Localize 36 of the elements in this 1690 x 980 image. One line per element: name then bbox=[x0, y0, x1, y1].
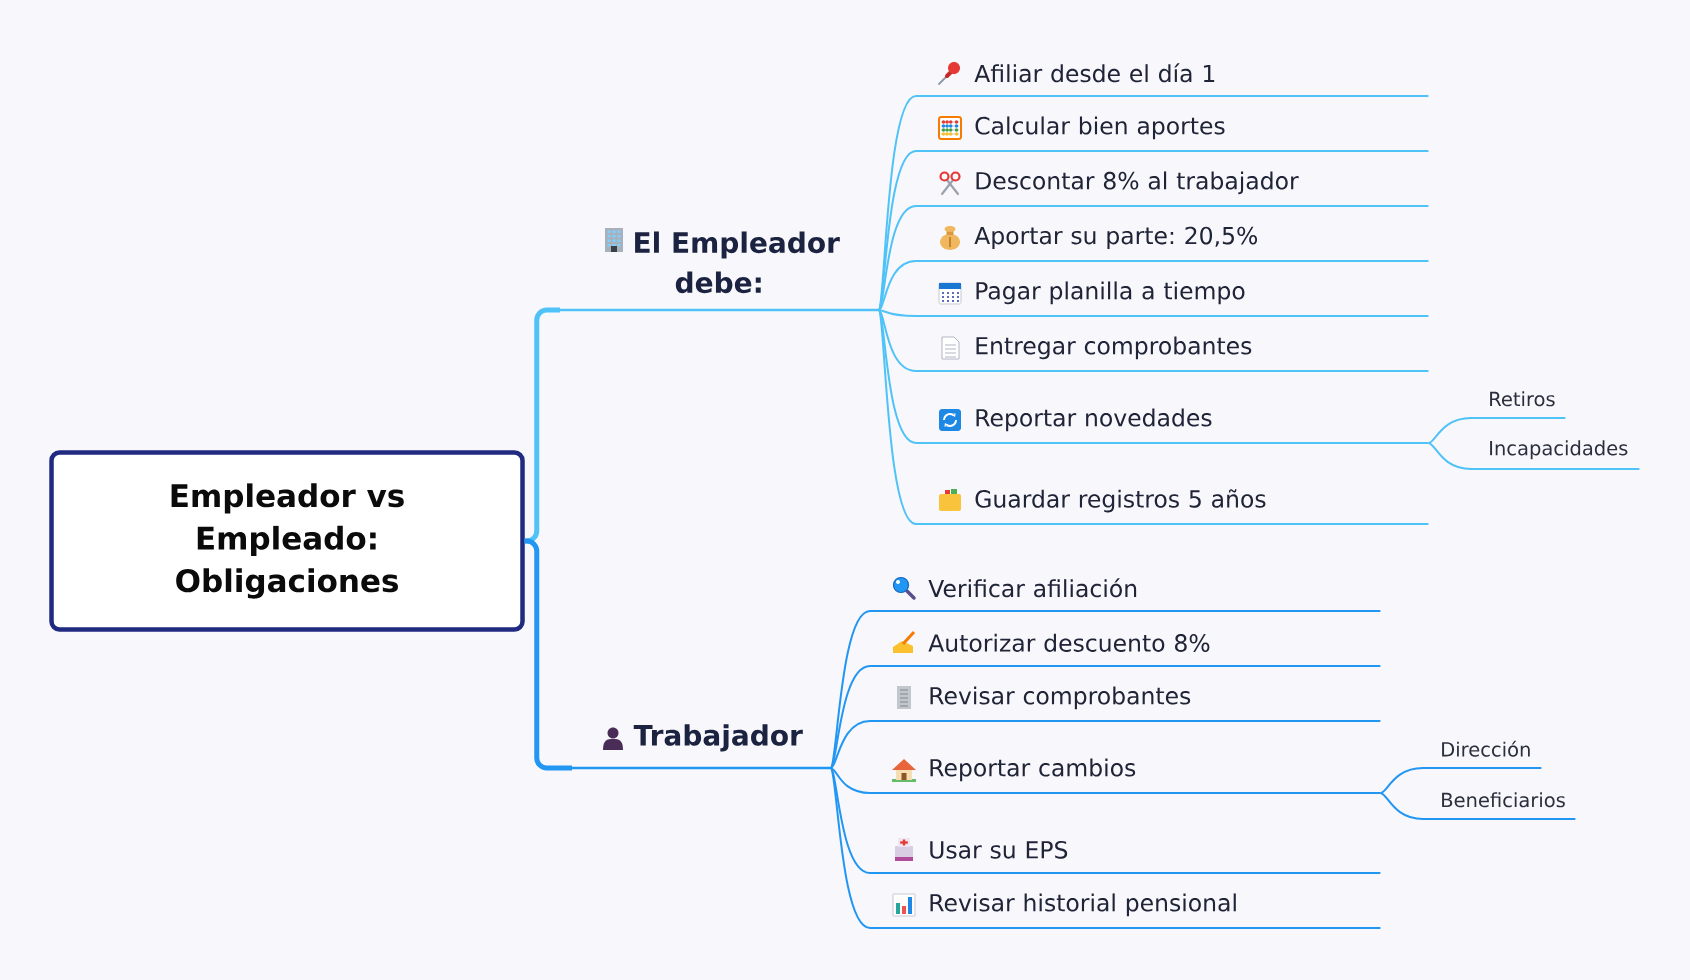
topic: Revisar comprobantes bbox=[869, 686, 1382, 722]
connector bbox=[877, 205, 917, 311]
topic: Aportar su parte: 20,5% bbox=[915, 226, 1430, 262]
central-topic-box: Empleador vs Empleado: Obligaciones bbox=[49, 450, 525, 632]
topic: Reportar cambios bbox=[869, 758, 1382, 794]
connector bbox=[877, 309, 917, 372]
connector bbox=[829, 767, 871, 874]
subtopic: Dirección bbox=[1422, 740, 1543, 769]
subtopic: Beneficiarios bbox=[1422, 792, 1577, 820]
connector bbox=[829, 720, 871, 769]
topic: Revisar historial pensional bbox=[869, 893, 1382, 929]
branch-topic: El Empleador debe: bbox=[560, 231, 879, 312]
topic: Descontar 8% al trabajador bbox=[915, 171, 1430, 207]
connector bbox=[877, 260, 917, 311]
branch-topic: Trabajador bbox=[572, 724, 831, 770]
subtopic: Retiros bbox=[1470, 391, 1567, 419]
topic: Verificar afiliación bbox=[869, 578, 1382, 612]
topic: Reportar novedades bbox=[915, 408, 1430, 444]
connector bbox=[877, 309, 917, 317]
topic: Pagar planilla a tiempo bbox=[915, 281, 1430, 317]
topic: Calcular bien aportes bbox=[915, 116, 1430, 152]
connector bbox=[1427, 417, 1472, 444]
topic: Autorizar descuento 8% bbox=[869, 633, 1382, 667]
topic: Usar su EPS bbox=[869, 840, 1382, 874]
branch-connector bbox=[524, 307, 560, 544]
connector bbox=[1427, 442, 1472, 470]
subtopic: Incapacidades bbox=[1470, 440, 1641, 470]
branch-connector bbox=[524, 538, 572, 771]
topic: Guardar registros 5 años bbox=[915, 489, 1430, 525]
connector bbox=[1379, 792, 1424, 820]
connector bbox=[1379, 767, 1424, 794]
connector bbox=[829, 767, 871, 794]
connector bbox=[829, 665, 871, 769]
topic: Entregar comprobantes bbox=[915, 336, 1430, 372]
topic: Afiliar desde el día 1 bbox=[915, 63, 1430, 97]
connector bbox=[877, 309, 917, 444]
